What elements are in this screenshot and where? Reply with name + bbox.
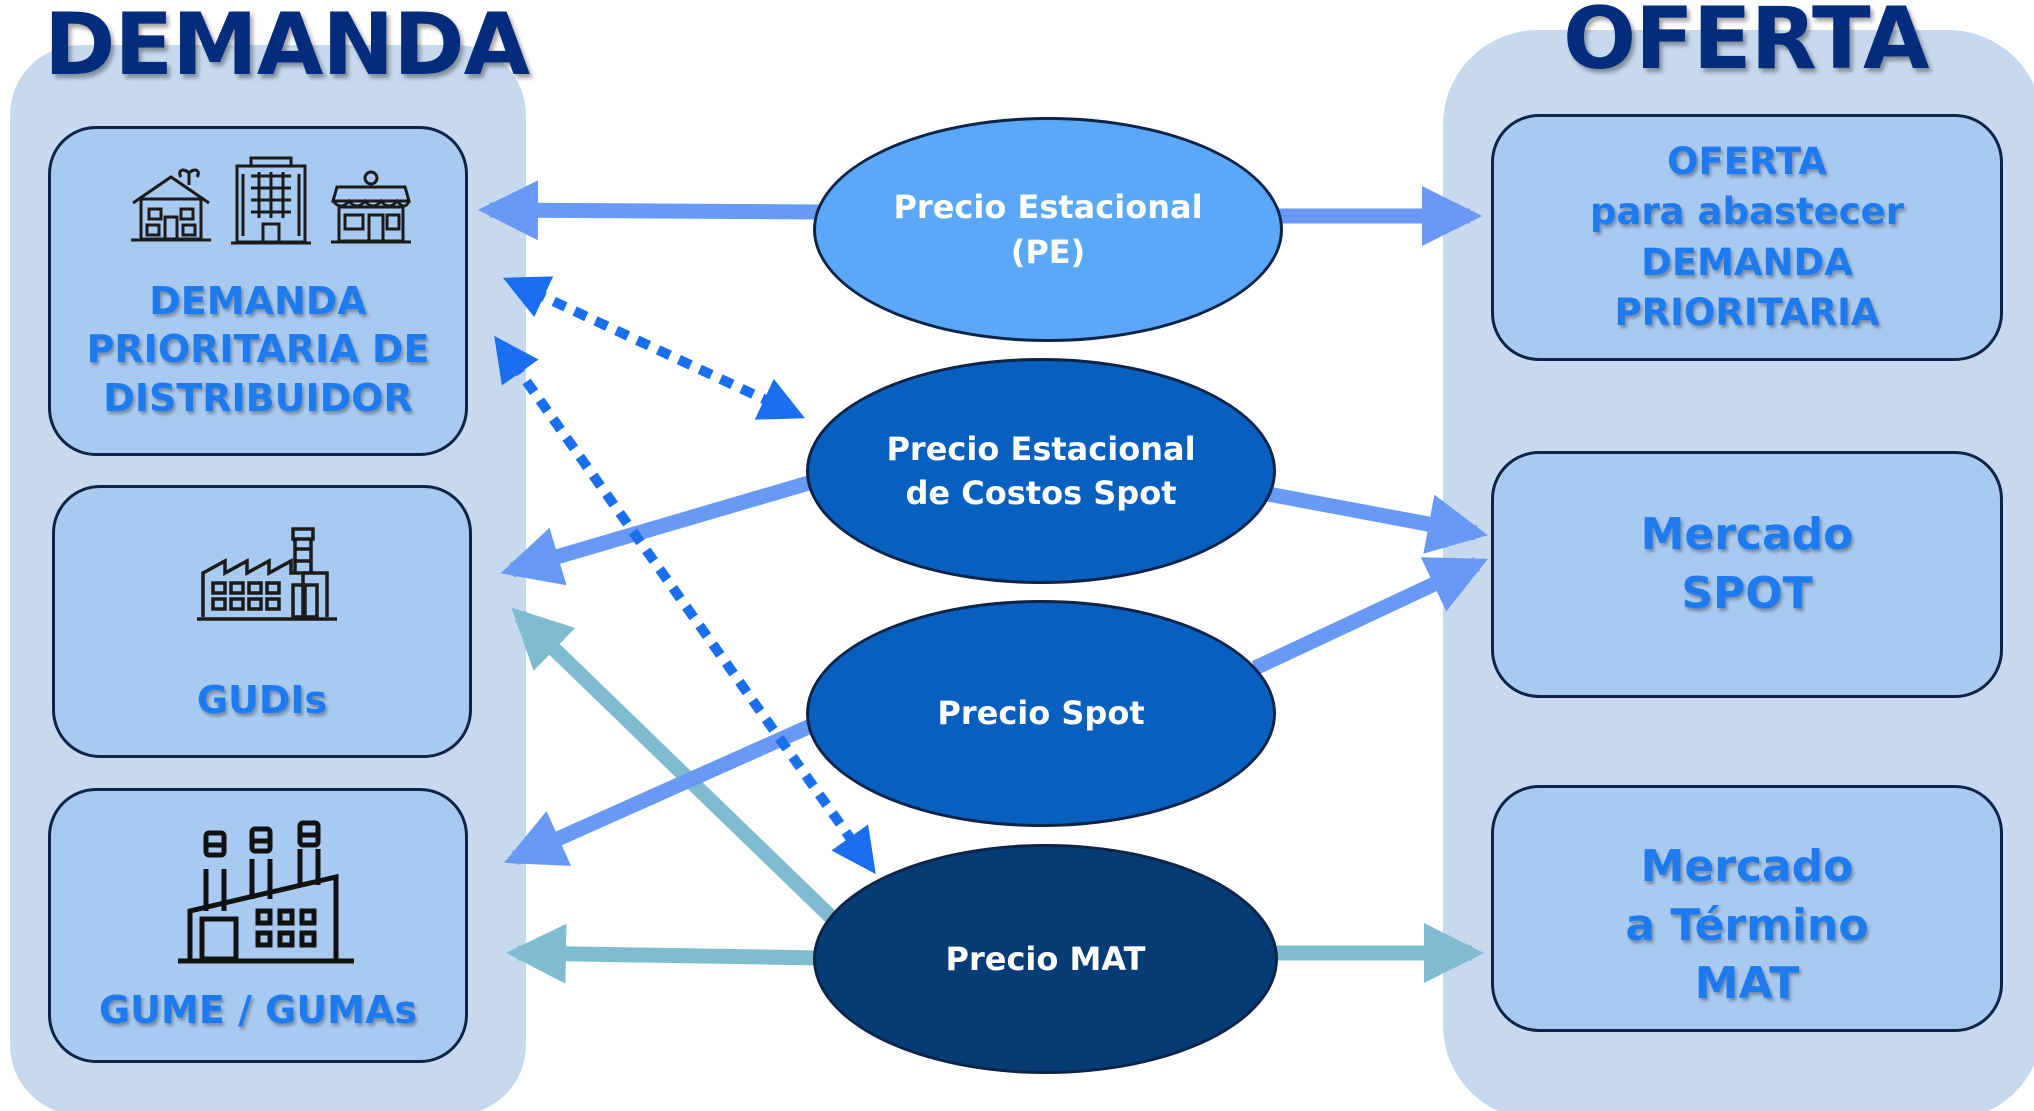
demand-heading: DEMANDA (44, 0, 530, 95)
demand-box-gudis: GUDIs (52, 485, 472, 758)
oferta-prioritaria-line: PRIORITARIA (1614, 290, 1880, 334)
supply-box-mercado-termino: Mercado a Término MAT (1491, 785, 2003, 1032)
arrow-mat-to-gume (506, 923, 823, 984)
price-pe-line: Precio Estacional (893, 188, 1203, 227)
arrow-pecs-to-spot (1266, 486, 1488, 554)
mercado-termino-line: Mercado (1640, 841, 1854, 892)
price-pecs-line: Precio Estacional (886, 429, 1196, 468)
supply-heading: OFERTA (1563, 0, 1930, 89)
oferta-prioritaria-line: OFERTA (1667, 140, 1827, 183)
oferta-prioritaria-label: OFERTA para abastecer DEMANDA PRIORITARI… (1494, 137, 2000, 338)
demand-box-prioritaria: DEMANDA PRIORITARIA DE DISTRIBUIDOR (48, 126, 468, 456)
demand-prioritaria-line: DEMANDA (149, 279, 367, 323)
price-spot-line: Precio Spot (937, 694, 1145, 733)
industrial-plant-icon (178, 820, 354, 964)
demand-prioritaria-line: PRIORITARIA DE (86, 327, 430, 372)
supply-box-mercado-spot: Mercado SPOT (1491, 451, 2003, 698)
gume-line: GUME / GUMAs (98, 988, 418, 1032)
mercado-termino-line: a Término (1625, 899, 1869, 951)
factory-icon (197, 527, 337, 621)
price-node-spot: Precio Spot (806, 600, 1276, 827)
gume-label: GUME / GUMAs (51, 986, 465, 1034)
oferta-prioritaria-line: para abastecer (1589, 190, 1905, 234)
supply-box-oferta-prioritaria: OFERTA para abastecer DEMANDA PRIORITARI… (1491, 114, 2003, 361)
price-pe-line: (PE) (1010, 232, 1086, 271)
house-icon (131, 168, 211, 242)
price-node-mat: Precio MAT (813, 844, 1278, 1074)
price-node-pe: Precio Estacional (PE) (813, 117, 1283, 342)
mercado-spot-line: SPOT (1681, 567, 1813, 619)
price-node-pecs: Precio Estacional de Costos Spot (806, 358, 1276, 584)
gudis-line: GUDIs (196, 678, 328, 722)
arrow-spot-to-gume (504, 717, 819, 866)
price-mat-line: Precio MAT (945, 939, 1146, 978)
building-icon (231, 156, 311, 245)
demand-box-gume: GUME / GUMAs (48, 788, 468, 1063)
mercado-termino-line: MAT (1694, 958, 1800, 1010)
oferta-prioritaria-line: DEMANDA (1641, 240, 1853, 284)
mercado-termino-label: Mercado a Término MAT (1494, 838, 2000, 1014)
store-icon (331, 170, 411, 244)
arrow-pecs-to-gudis (500, 474, 815, 586)
gudis-label: GUDIs (55, 676, 469, 724)
demand-prioritaria-line: DISTRIBUIDOR (103, 375, 413, 420)
mercado-spot-label: Mercado SPOT (1494, 506, 2000, 623)
price-pecs-line: de Costos Spot (905, 474, 1177, 512)
dotted-arrow-demanda-pecs (502, 276, 806, 420)
mercado-spot-line: Mercado (1640, 509, 1854, 560)
demand-prioritaria-label: DEMANDA PRIORITARIA DE DISTRIBUIDOR (51, 277, 465, 422)
dotted-arrow-demanda-mat (494, 335, 876, 875)
arrow-pe-to-demanda (478, 180, 821, 241)
arrow-mat-to-gudis (511, 607, 838, 924)
arrow-spot-to-mercado (1251, 557, 1488, 675)
